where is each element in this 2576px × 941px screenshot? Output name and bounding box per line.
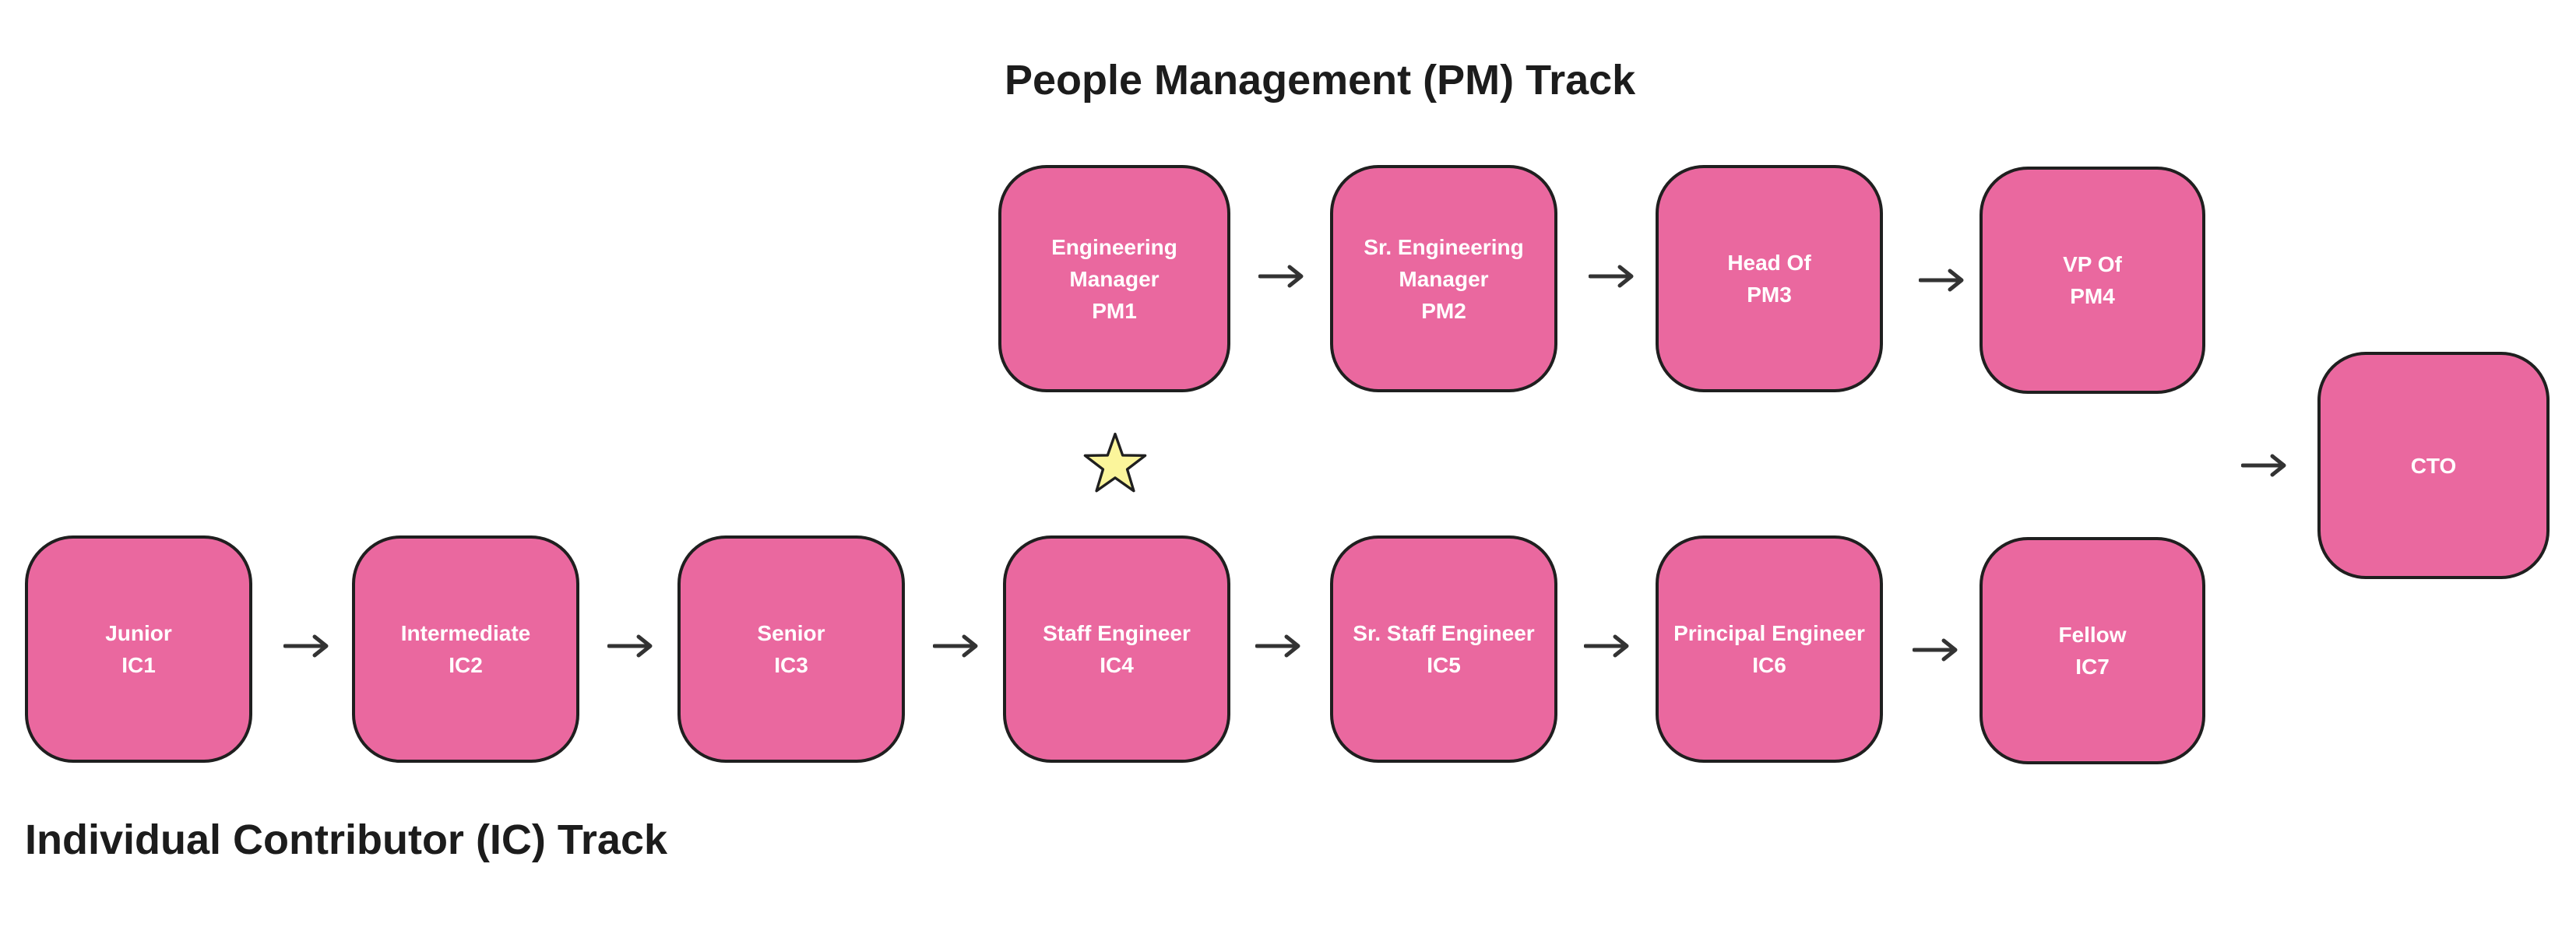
arrow-right-icon — [1258, 265, 1304, 288]
node-label: Fellow IC7 — [2058, 623, 2127, 679]
node-label: Senior IC3 — [757, 621, 825, 677]
pm-track-title: People Management (PM) Track — [1005, 57, 1636, 104]
node-ic6[interactable]: Principal Engineer IC6 — [1656, 535, 1883, 763]
node-ic4[interactable]: Staff Engineer IC4 — [1003, 535, 1230, 763]
node-label: Engineering Manager PM1 — [1051, 234, 1177, 323]
arrow-right-icon — [1589, 265, 1634, 288]
ic-track-title: Individual Contributor (IC) Track — [25, 816, 668, 863]
node-label: CTO — [2410, 453, 2457, 478]
arrow-right-icon — [2241, 454, 2286, 477]
arrow-right-icon — [933, 634, 978, 658]
star-icon — [1083, 432, 1147, 493]
arrow-right-icon — [1584, 634, 1629, 658]
node-label: VP Of PM4 — [2063, 252, 2122, 308]
node-ic7[interactable]: Fellow IC7 — [1980, 537, 2205, 764]
arrow-right-icon — [1913, 638, 1958, 662]
node-label: Head Of PM3 — [1727, 251, 1811, 307]
arrow-right-icon — [1919, 269, 1964, 292]
node-pm3[interactable]: Head Of PM3 — [1656, 165, 1883, 392]
node-pm1[interactable]: Engineering Manager PM1 — [998, 165, 1230, 392]
node-cto[interactable]: CTO — [2317, 352, 2550, 579]
node-label: Intermediate IC2 — [400, 621, 531, 677]
node-ic2[interactable]: Intermediate IC2 — [352, 535, 579, 763]
arrow-right-icon — [607, 634, 653, 658]
node-pm4[interactable]: VP Of PM4 — [1980, 167, 2205, 394]
arrow-right-icon — [283, 634, 329, 658]
node-label: Principal Engineer IC6 — [1673, 621, 1865, 677]
node-label: Sr. Staff Engineer IC5 — [1353, 621, 1535, 677]
node-ic5[interactable]: Sr. Staff Engineer IC5 — [1330, 535, 1557, 763]
node-pm2[interactable]: Sr. Engineering Manager PM2 — [1330, 165, 1557, 392]
node-label: Staff Engineer IC4 — [1043, 621, 1191, 677]
node-ic1[interactable]: Junior IC1 — [25, 535, 252, 763]
node-label: Junior IC1 — [105, 621, 172, 677]
node-ic3[interactable]: Senior IC3 — [677, 535, 905, 763]
arrow-right-icon — [1255, 634, 1300, 658]
node-label: Sr. Engineering Manager PM2 — [1364, 234, 1524, 323]
